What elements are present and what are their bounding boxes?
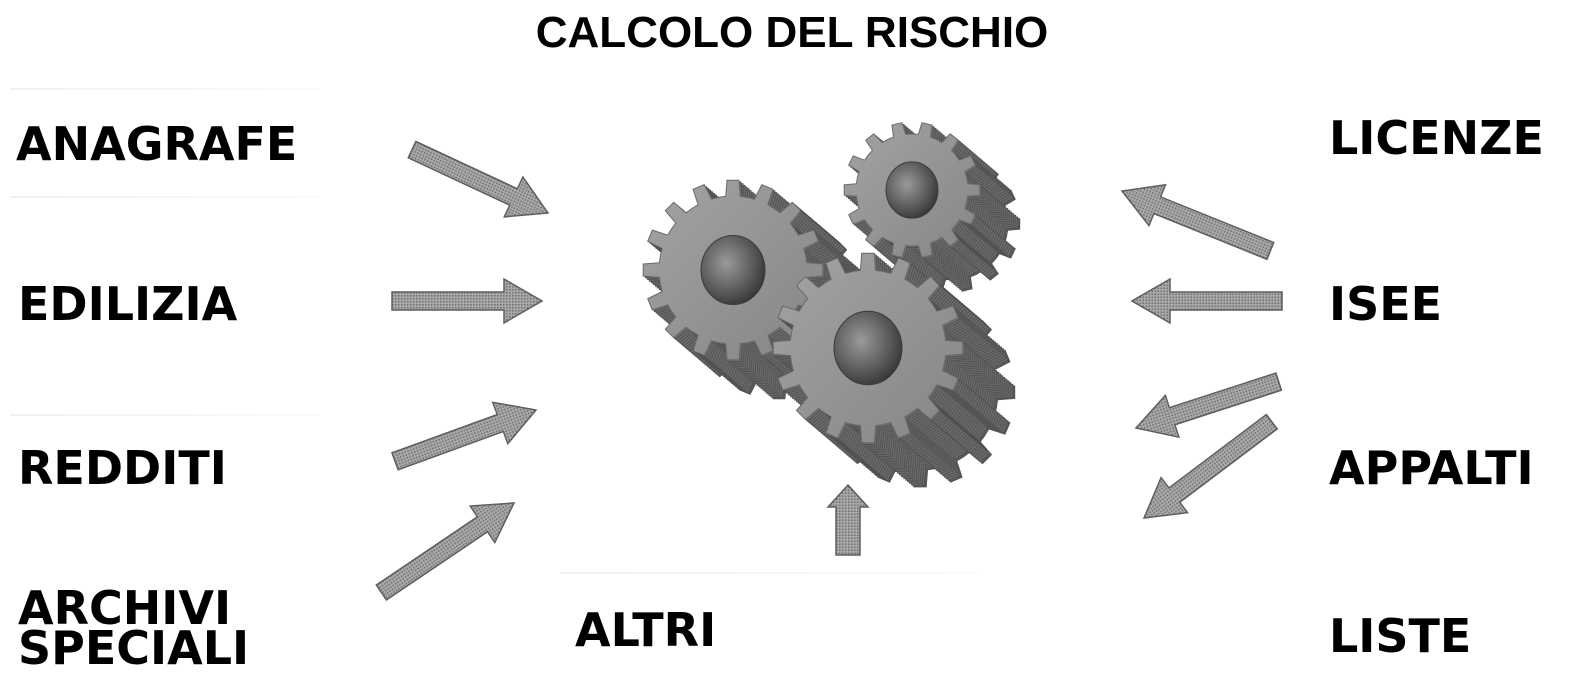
label-anagrafe: ANAGRAFE <box>16 117 298 171</box>
gear-center <box>772 252 1016 488</box>
label-isee: ISEE <box>1329 277 1443 331</box>
diagram-title: CALCOLO DEL RISCHIO <box>535 8 1049 57</box>
separator-line <box>560 572 980 574</box>
arrow-licenze <box>1120 183 1275 261</box>
label-redditi: REDDITI <box>18 441 227 495</box>
gear-top-right <box>843 122 1021 292</box>
arrow-edilizia <box>391 277 544 325</box>
arrow-liste <box>1142 413 1279 519</box>
separator-line <box>10 88 320 90</box>
label-altri: ALTRI <box>575 603 717 657</box>
arrow-altri <box>826 483 870 556</box>
arrow-archivi-speciali <box>375 502 516 601</box>
label-speciali: SPECIALI <box>18 621 250 675</box>
arrow-appalti <box>1134 372 1283 439</box>
gears-icon <box>642 122 1021 488</box>
label-appalti: APPALTI <box>1329 441 1534 495</box>
separator-line <box>10 414 320 416</box>
label-liste: LISTE <box>1329 609 1472 663</box>
label-licenze: LICENZE <box>1329 111 1544 165</box>
label-edilizia: EDILIZIA <box>18 277 238 331</box>
arrow-anagrafe <box>407 140 550 218</box>
arrow-redditi <box>391 401 538 471</box>
label-archivi: ARCHIVI <box>18 581 232 635</box>
separator-line <box>10 196 320 198</box>
arrow-isee <box>1130 277 1283 325</box>
label-archivi-speciali: ARCHIVI SPECIALI <box>18 581 250 675</box>
